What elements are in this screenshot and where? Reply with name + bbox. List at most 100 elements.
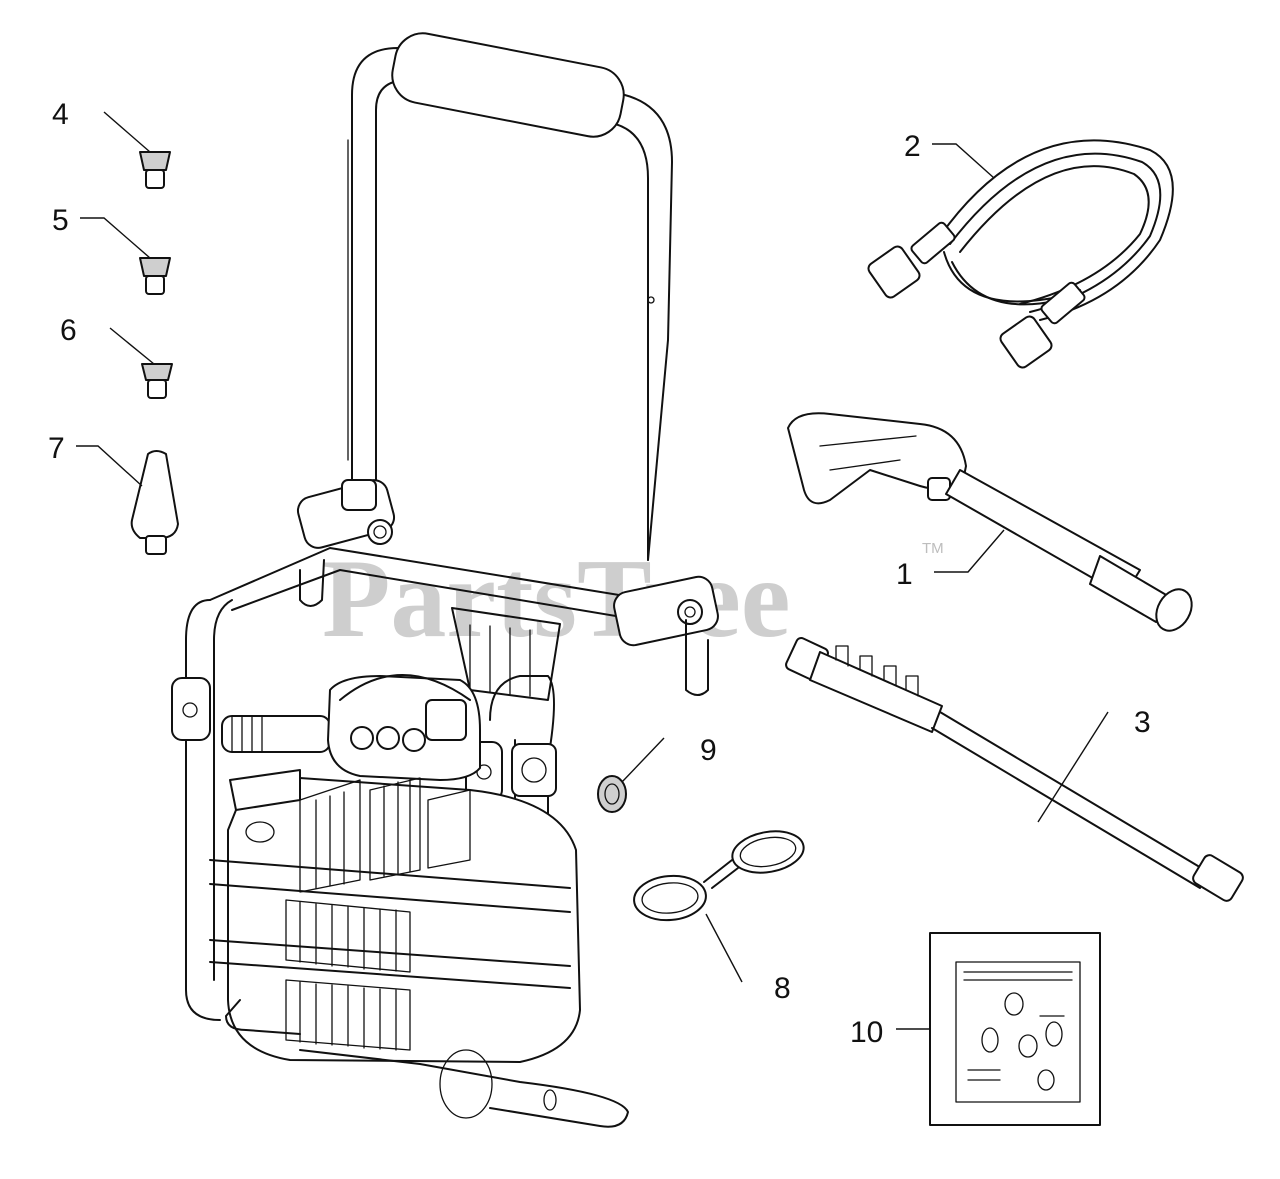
hose-coupler-1 — [867, 245, 921, 299]
bag-item-oring-1 — [1004, 992, 1024, 1016]
pump-unloader — [425, 699, 467, 741]
spray-gun-inlet — [927, 477, 951, 501]
leader-2 — [932, 143, 995, 179]
nozzle-6-body — [147, 379, 167, 399]
frame-tab — [299, 559, 325, 607]
base-skid — [299, 1049, 629, 1128]
leader-7 — [76, 445, 143, 487]
spray-gun-part-1 — [787, 412, 1193, 632]
leader-5 — [80, 217, 151, 259]
leader-6 — [109, 327, 155, 365]
wheel-outline — [439, 1049, 493, 1119]
callout-labels: 1 2 3 4 5 6 7 8 9 10 — [48, 98, 1151, 1049]
wand-nozzle-slots — [835, 645, 919, 697]
gasket-ring-inner — [641, 882, 699, 914]
hose-coupler-2 — [999, 315, 1053, 369]
left-clamp-bolt — [182, 702, 198, 718]
rear-bracket — [451, 607, 561, 701]
callout-9: 9 — [700, 734, 717, 767]
nozzle-5-tip — [139, 257, 171, 277]
outlet-fitting — [221, 715, 331, 753]
pump-inlet-port — [521, 757, 547, 783]
right-joint-knob — [677, 599, 703, 625]
spray-gun-sleeve — [1089, 555, 1169, 623]
gasket-ring — [633, 874, 707, 922]
engine-band-1 — [209, 859, 571, 889]
right-joint-hook — [685, 619, 709, 696]
spray-gun-trigger-line-2 — [829, 459, 901, 471]
soap-nozzle-tip — [145, 535, 167, 555]
leader-9 — [621, 737, 665, 783]
plug-body — [597, 775, 627, 813]
callout-6: 6 — [60, 314, 77, 347]
hose-ferrule-2 — [1040, 281, 1086, 325]
hose-part-2 — [867, 139, 1174, 369]
engine-cooling-fins — [299, 777, 471, 893]
parts-bag-part-10 — [896, 932, 1101, 1126]
pump-hose-loop — [339, 674, 471, 701]
wand-tube-top — [939, 711, 1209, 873]
bag-item-oring-5 — [1037, 1069, 1055, 1091]
callout-1: 1 — [896, 558, 913, 591]
spray-gun-outlet — [1155, 588, 1193, 632]
nozzle-5-body — [145, 275, 165, 295]
outlet-fitting-threads — [231, 715, 263, 753]
pump-inlet — [511, 743, 557, 797]
crankcase-fins — [285, 899, 411, 1051]
engine-band-3 — [209, 939, 571, 967]
engine-block — [227, 777, 581, 1063]
engine-band-2 — [209, 883, 571, 913]
soap-nozzle-cone — [130, 450, 179, 539]
nozzle-4-body — [145, 169, 165, 189]
handle-grip — [391, 32, 625, 138]
callout-7: 7 — [48, 432, 65, 465]
nozzle-part-5 — [80, 217, 171, 295]
wand-nozzle-holder — [809, 651, 943, 733]
callout-10: 10 — [850, 1016, 883, 1049]
wand-quick-connect — [1192, 854, 1244, 902]
left-joint-knob-center — [373, 525, 387, 539]
cap-tether — [703, 859, 733, 883]
left-frame-clamp — [171, 677, 211, 741]
plug-part-9 — [597, 737, 665, 813]
handle-bar-inner — [375, 79, 649, 561]
callout-4: 4 — [52, 98, 69, 131]
bag-item-strips — [967, 1015, 1065, 1081]
frame-top-rail — [209, 547, 651, 601]
frame-left-rail — [185, 599, 221, 1021]
pressure-washer-unit — [171, 32, 719, 1128]
nozzle-part-4 — [103, 111, 171, 189]
right-joint-knob-center — [684, 606, 696, 618]
axle-hole — [543, 1089, 557, 1111]
hose-coil-2 — [949, 152, 1162, 313]
pump-valve-2 — [376, 726, 400, 750]
callout-2: 2 — [904, 130, 921, 163]
engine-vent — [245, 821, 275, 843]
pump-valve-1 — [350, 726, 374, 750]
leader-8 — [705, 913, 743, 983]
nozzle-4-tip — [139, 151, 171, 171]
callout-8: 8 — [774, 972, 791, 1005]
cap-ring-inner — [739, 836, 797, 868]
frame-top-rail-inner — [231, 569, 641, 621]
leader-1 — [934, 529, 1005, 573]
spray-gun-trigger-line — [819, 435, 917, 447]
hose-coil-lower-2 — [951, 261, 1061, 306]
base-foot — [225, 999, 301, 1035]
engine-band-4 — [209, 961, 571, 989]
watermark-trademark: TM — [922, 540, 944, 557]
callout-3: 3 — [1134, 706, 1151, 739]
hose-coil-3 — [959, 165, 1150, 305]
bag-item-oring-2 — [981, 1027, 999, 1053]
soap-nozzle-part-7 — [76, 445, 179, 555]
cap-ring — [731, 830, 805, 874]
callout-5: 5 — [52, 204, 69, 237]
gasket-cap-part-8 — [633, 830, 805, 983]
pump-valve-3 — [402, 728, 426, 752]
handle-hole — [647, 296, 655, 304]
left-joint-knob — [367, 519, 393, 545]
leader-3 — [1037, 711, 1109, 823]
hose-ferrule-1 — [910, 221, 956, 265]
